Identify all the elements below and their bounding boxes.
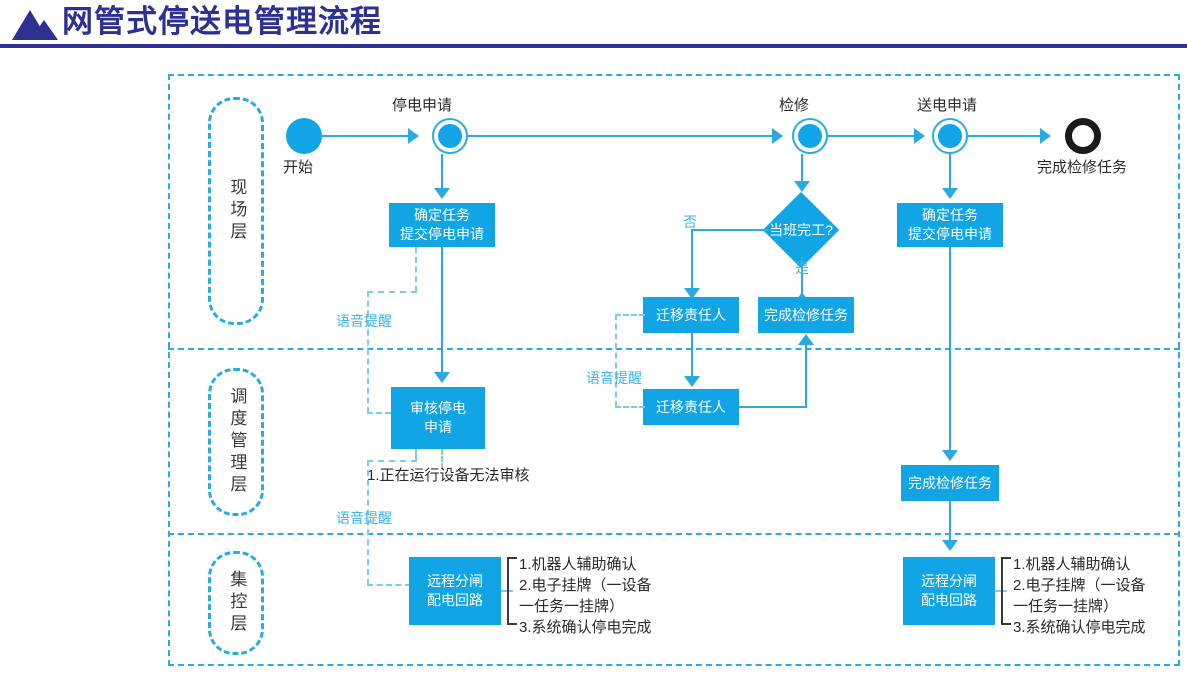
edge-transfer-lower-up [805, 344, 807, 407]
page-title: 网管式停送电管理流程 [62, 4, 382, 39]
edge-powerapply-down-arrow [942, 188, 958, 199]
box-finish-task-field[interactable]: 完成检修任务 [758, 297, 854, 333]
edge-finish-to-remote-right-arrow [942, 540, 958, 551]
edge-decision-no-arrow [684, 288, 700, 299]
swimlane-frame [168, 74, 1180, 666]
edge-maintenance-to-powerapply [828, 135, 916, 137]
lane-label-centralized-text: 集控层 [227, 570, 247, 636]
edge-maintenance-to-decision [801, 154, 803, 184]
edge-maintenance-to-powerapply-arrow [914, 128, 925, 144]
node-maintenance-core [798, 124, 822, 148]
edge-transfer-lower-right [739, 406, 807, 408]
edge-submit-to-review-arrow [434, 372, 450, 383]
dashed-voice1-seg1 [415, 247, 417, 292]
edge-label-yes: 是 [795, 260, 809, 276]
node-power-apply[interactable] [932, 118, 968, 154]
box-task-submit-right[interactable]: 确定任务 提交停电申请 [897, 203, 1003, 247]
node-power-apply-core [938, 124, 962, 148]
page-header: 网管式停送电管理流程 [0, 0, 1187, 52]
node-outage-apply[interactable] [432, 118, 468, 154]
node-end[interactable] [1065, 118, 1101, 154]
edge-submit-right-down [949, 247, 951, 453]
edge-outage-to-submit [441, 154, 443, 192]
edge-label-voice-1: 语音提醒 [336, 313, 392, 329]
edge-transfer-upper-to-lower-arrow [684, 376, 700, 387]
edge-submit-right-down-arrow [942, 450, 958, 461]
edge-powerapply-to-end-arrow [1040, 128, 1051, 144]
mountain-triangle-icon [12, 10, 58, 40]
dashed-voice3-seg3 [615, 314, 645, 316]
node-end-label: 完成检修任务 [1037, 159, 1128, 176]
bracket-remote-right-note [1001, 557, 1011, 625]
edge-decision-no [692, 229, 774, 231]
node-outage-apply-core [438, 124, 462, 148]
node-power-apply-label: 送电申请 [917, 97, 978, 114]
edge-powerapply-to-end [968, 135, 1042, 137]
title-underline [0, 44, 1187, 48]
note-review-outage: 1.正在运行设备无法审核 [367, 467, 530, 484]
lane-separator-1 [168, 348, 1180, 350]
lane-separator-2 [168, 533, 1180, 535]
box-transfer-lower[interactable]: 迁移责任人 [643, 389, 739, 425]
dashed-voice1-seg4 [367, 412, 391, 414]
edge-powerapply-down [949, 154, 951, 192]
node-start[interactable] [286, 118, 322, 154]
dashed-voice2-seg2 [367, 460, 417, 462]
box-review-outage[interactable]: 审核停电 申请 [391, 387, 485, 449]
bracket-remote-left-note [507, 557, 517, 625]
dashed-voice2-seg4 [367, 584, 411, 586]
box-transfer-upper[interactable]: 迁移责任人 [643, 297, 739, 333]
note-remote-left: 1.机器人辅助确认 2.电子挂牌（一设备 一任务一挂牌） 3.系统确认停电完成 [519, 556, 652, 636]
box-finish-task-dispatch[interactable]: 完成检修任务 [901, 465, 999, 501]
node-start-label: 开始 [283, 159, 314, 176]
dashed-voice2-seg3 [367, 460, 369, 585]
edge-label-no: 否 [683, 214, 697, 230]
edge-outage-to-submit-arrow [434, 188, 450, 199]
lane-label-dispatch-text: 调度管理层 [227, 387, 247, 497]
edge-maintenance-to-decision-arrow [794, 181, 810, 192]
edge-outage-to-maintenance [468, 135, 774, 137]
edge-decision-yes [801, 257, 803, 303]
edge-label-voice-2: 语音提醒 [336, 510, 392, 526]
dashed-voice3-seg1 [615, 406, 645, 408]
node-maintenance[interactable] [792, 118, 828, 154]
edge-transfer-upper-to-lower [691, 333, 693, 380]
dashed-voice1-seg2 [367, 291, 417, 293]
node-maintenance-label: 检修 [779, 97, 810, 114]
edge-decision-no-down [691, 229, 693, 291]
edge-label-voice-3: 语音提醒 [586, 370, 642, 386]
dashed-review-note-link [441, 449, 443, 469]
box-remote-left[interactable]: 远程分闸 配电回路 [409, 557, 501, 625]
edge-outage-to-maintenance-arrow [772, 128, 783, 144]
dashed-voice2-seg1 [415, 449, 417, 461]
decision-shift-complete-label: 当班完工? [769, 222, 833, 238]
edge-start-to-outage [322, 135, 410, 137]
box-task-submit-left[interactable]: 确定任务 提交停电申请 [389, 203, 495, 247]
lane-label-centralized: 集控层 [208, 551, 264, 655]
lane-label-dispatch: 调度管理层 [208, 368, 264, 516]
lane-label-field: 现场层 [208, 97, 264, 325]
edge-start-to-outage-arrow [408, 128, 419, 144]
dashed-voice3-seg2 [615, 314, 617, 407]
box-remote-right[interactable]: 远程分闸 配电回路 [903, 557, 995, 625]
edge-finish-to-remote-right [949, 501, 951, 543]
note-remote-right: 1.机器人辅助确认 2.电子挂牌（一设备 一任务一挂牌） 3.系统确认停电完成 [1013, 556, 1146, 636]
node-outage-apply-label: 停电申请 [392, 97, 453, 114]
edge-transfer-lower-up-arrow [798, 334, 814, 345]
dashed-voice1-seg3 [367, 291, 369, 413]
edge-submit-to-review [441, 247, 443, 375]
lane-label-field-text: 现场层 [227, 178, 247, 244]
